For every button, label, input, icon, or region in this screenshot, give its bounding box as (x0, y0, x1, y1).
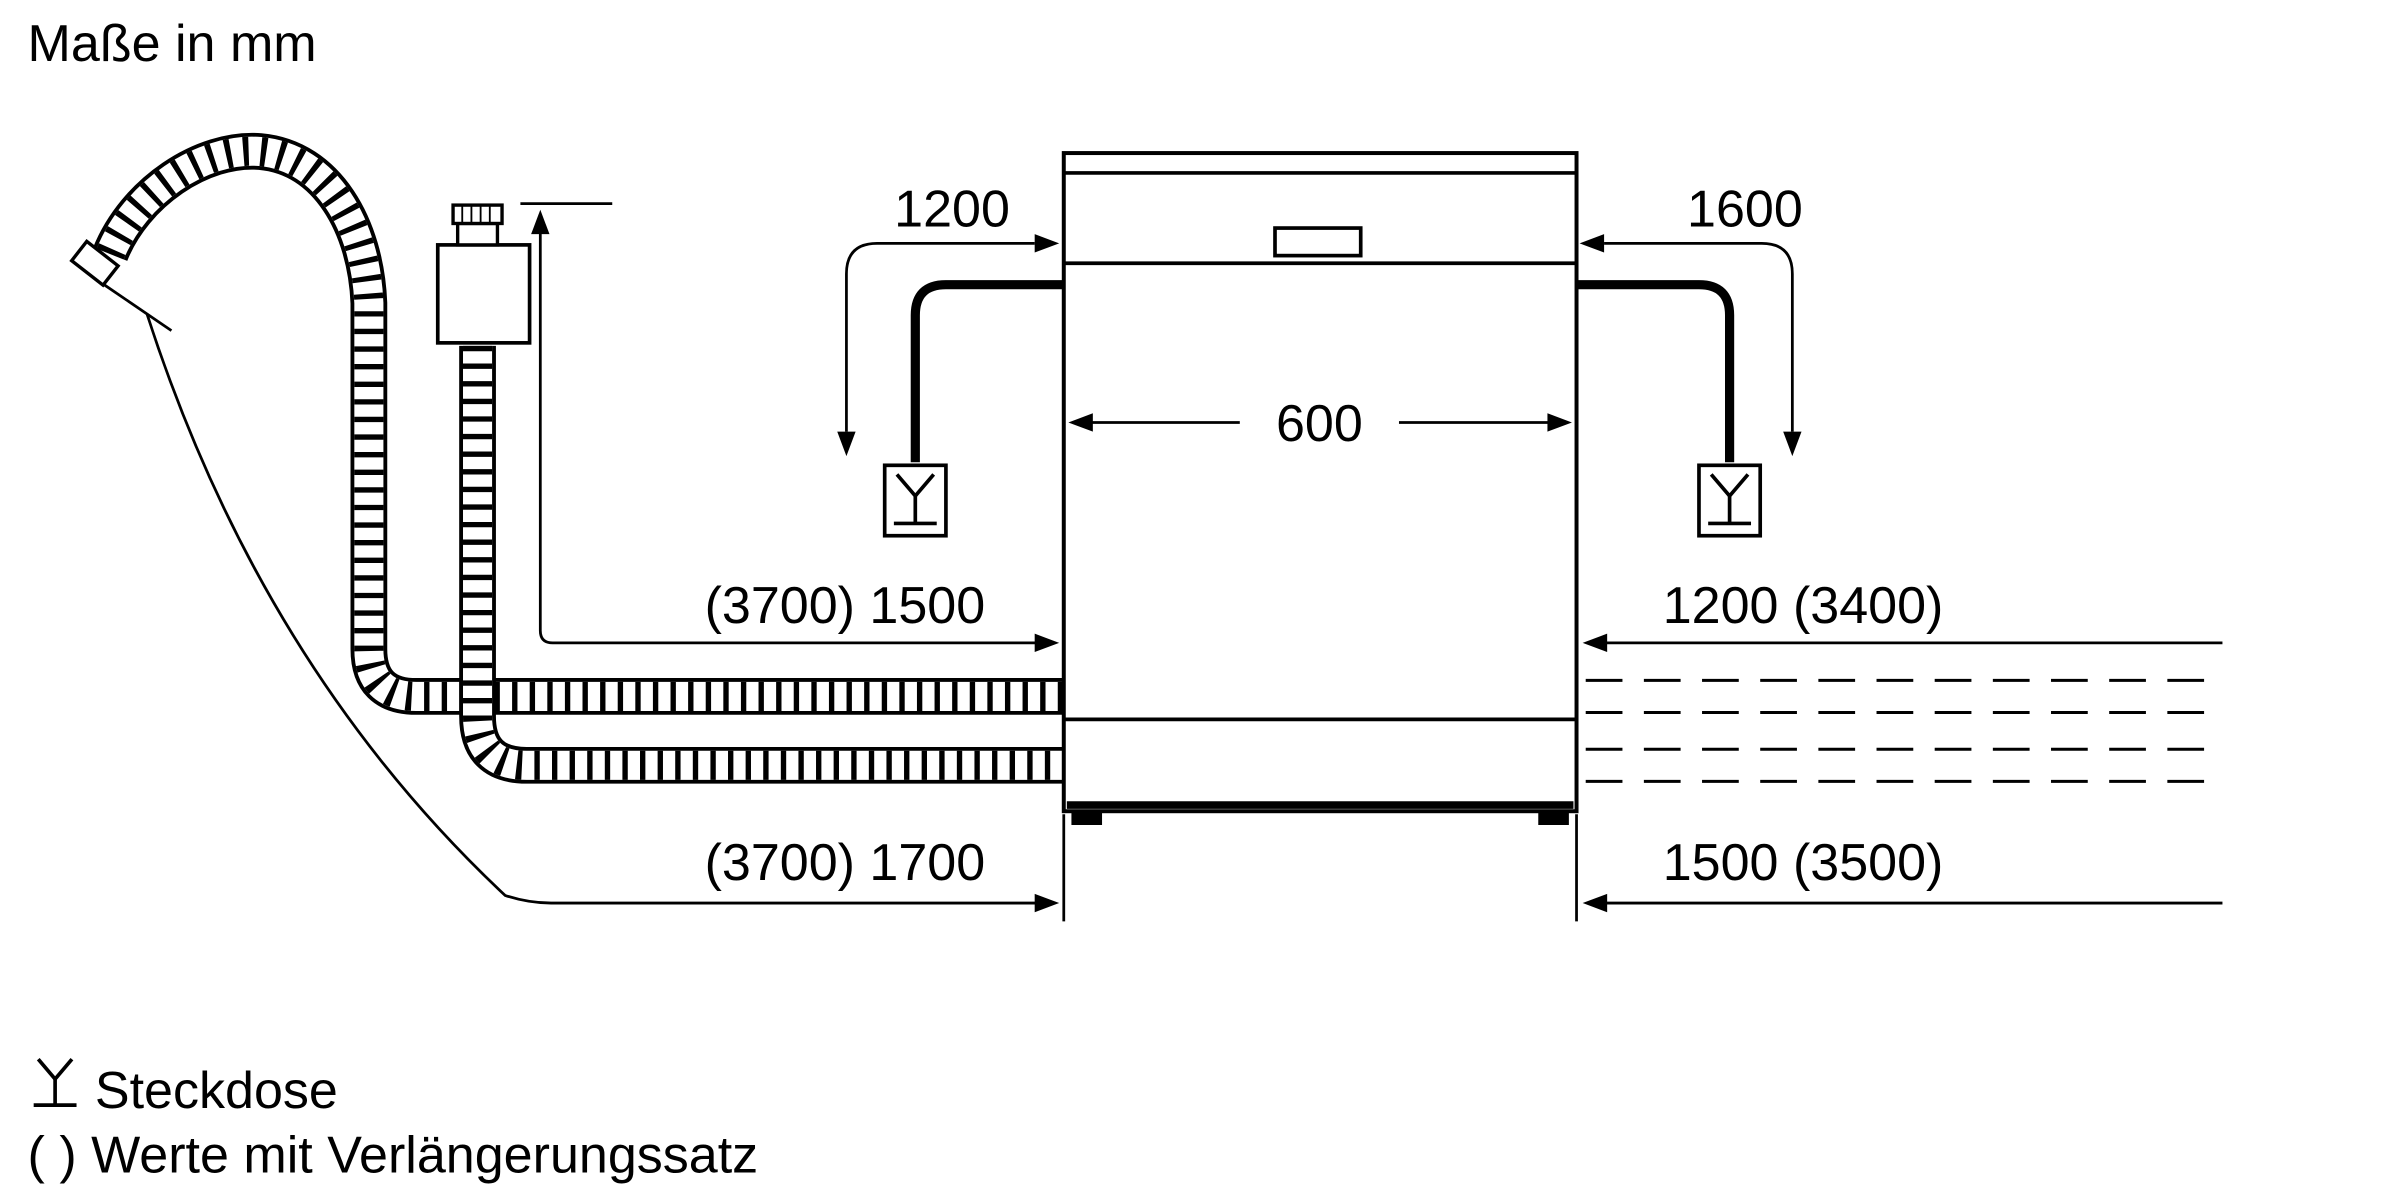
drain-hose-end-fitting (69, 239, 121, 288)
arrowhead-up (531, 209, 550, 235)
socket-icon (1708, 473, 1752, 526)
legend-extension-note: ( ) Werte mit Verlängerungssatz (28, 1126, 759, 1184)
dimension-hose-left-upper: (3700) 1500 (520, 202, 1060, 653)
dimension-label-hose-left-lower: (3700) 1700 (705, 834, 986, 892)
power-cable-left (910, 280, 1064, 463)
aquastop-body (435, 243, 532, 345)
dimension-hose-right-upper: 1200 (3400) (1582, 577, 2223, 653)
hose-extension-dashed (1585, 678, 2223, 783)
dimension-label-cable-right: 1600 (1687, 181, 1803, 239)
arrowhead-right (1034, 633, 1060, 653)
dimension-label-hose-right-upper: 1200 (3400) (1663, 577, 1944, 635)
aquastop-thread (451, 203, 504, 226)
door-handle (1273, 226, 1363, 258)
arrowhead-left (1068, 413, 1093, 432)
dimension-cable-right: 1600 (1579, 181, 1803, 457)
socket-icon (893, 473, 937, 526)
drain-hose (69, 132, 1063, 715)
dimension-cable-left: 1200 (837, 181, 1060, 457)
foot-left (1071, 811, 1103, 825)
arrowhead-left (1582, 893, 1608, 913)
arrowhead-to-machine (1579, 234, 1605, 253)
arrowhead-left (1582, 633, 1608, 653)
dimension-width: 600 (1068, 395, 1572, 453)
foot-right (1538, 811, 1569, 825)
aquastop-nut (455, 221, 500, 247)
dimension-hose-right-lower: 1500 (3500) (1582, 834, 2223, 913)
dimension-label-hose-right-lower: 1500 (3500) (1663, 834, 1944, 892)
arrowhead-down (1783, 431, 1802, 457)
arrowhead-right (1034, 893, 1060, 913)
arrowhead-down (837, 431, 856, 457)
aquastop-thread-hatch (461, 205, 491, 224)
page-title: Maße in mm (28, 15, 317, 73)
aquastop-valve (435, 203, 532, 345)
dimension-label-hose-left-upper: (3700) 1500 (705, 577, 986, 635)
supply-hose (459, 345, 1063, 784)
power-cable-right (1576, 280, 1735, 463)
drain-hose-end-leader (103, 283, 173, 332)
socket-symbol-right (1697, 463, 1763, 538)
socket-symbol-left (882, 463, 948, 538)
dimension-hose-left-lower: (3700) 1700 (145, 313, 1060, 913)
legend-socket-label: Steckdose (95, 1062, 338, 1120)
socket-icon (33, 1057, 77, 1107)
dimension-label-cable-left: 1200 (894, 181, 1010, 239)
legend: Steckdose ( ) Werte mit Verlängerungssat… (28, 1057, 759, 1184)
dimension-label-width: 600 (1276, 395, 1363, 453)
arrowhead-right (1547, 413, 1572, 432)
dishwasher (1061, 151, 1579, 825)
arrowhead-to-machine (1034, 234, 1060, 253)
